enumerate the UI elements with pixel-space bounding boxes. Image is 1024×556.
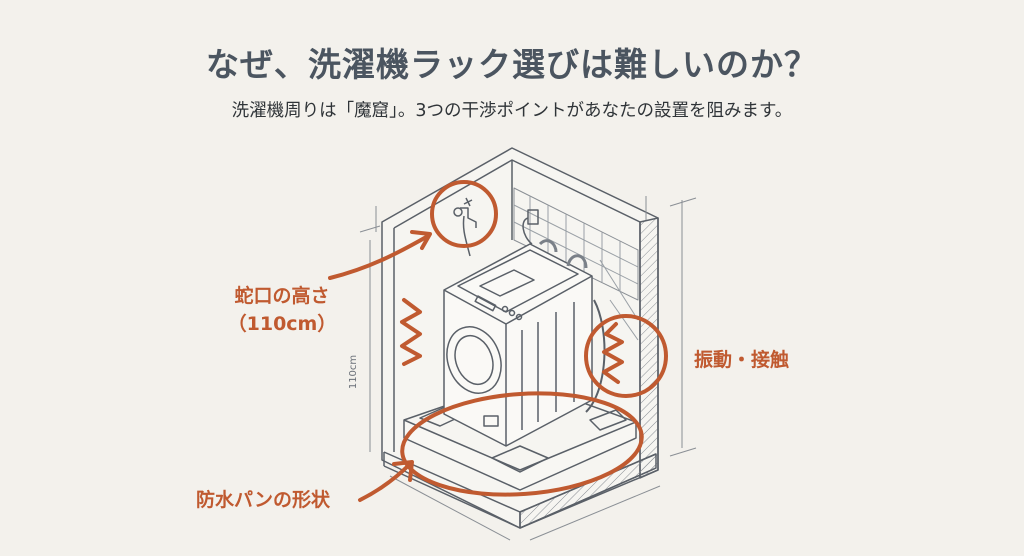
page-title: なぜ、洗濯機ラック選びは難しいのか？ bbox=[206, 45, 818, 84]
dimension-110cm: 110cm bbox=[348, 355, 359, 389]
pan-shape-label: 防水パンの形状 bbox=[196, 489, 330, 511]
faucet-highlight-circle bbox=[430, 180, 498, 248]
vibration-zigzag-left bbox=[400, 298, 422, 366]
vibration-highlight-circle bbox=[584, 314, 668, 398]
faucet-height-line2: （110cm） bbox=[227, 313, 337, 335]
page-subtitle: 洗濯機周りは「魔窟」。3つの干渉ポイントがあなたの設置を阻みます。 bbox=[231, 101, 793, 121]
vibration-zigzag-right bbox=[602, 322, 624, 384]
pan-highlight-ellipse bbox=[400, 391, 644, 497]
faucet-arrow bbox=[328, 234, 430, 280]
pan-arrow bbox=[358, 462, 412, 502]
vibration-contact-label: 振動・接触 bbox=[694, 349, 790, 371]
faucet-height-line1: 蛇口の高さ bbox=[234, 285, 330, 307]
machine-door bbox=[446, 326, 502, 394]
faucet-height-label: 蛇口の高さ （110cm） bbox=[222, 282, 342, 338]
faucet-icon bbox=[453, 197, 477, 257]
